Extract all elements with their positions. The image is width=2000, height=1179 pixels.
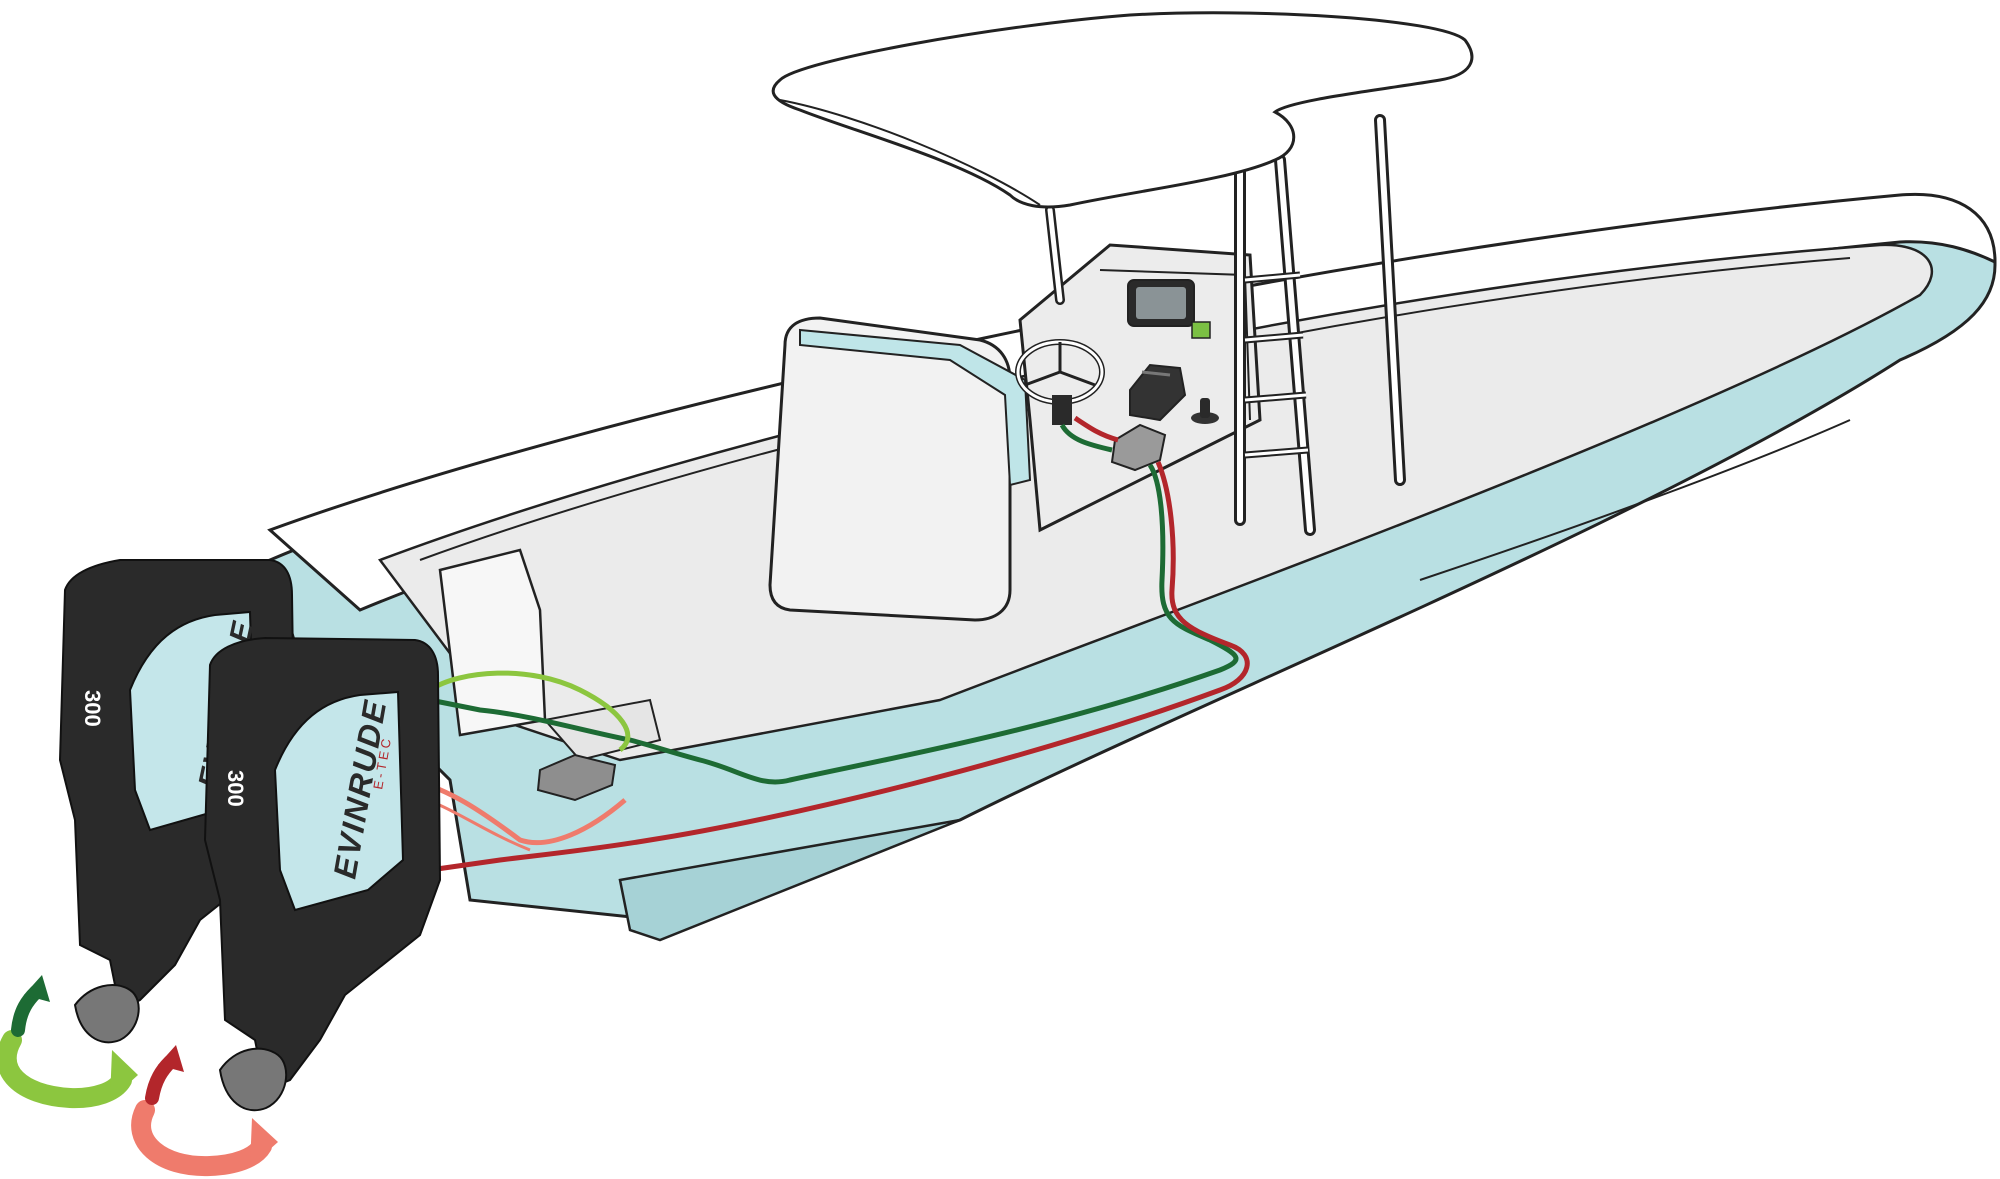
- wiring-harness: [411, 415, 1250, 873]
- t-top: [771, 11, 1474, 536]
- starboard-rotation-arrow-icon: [131, 1045, 278, 1177]
- wire-dark-red: [429, 415, 1250, 873]
- engine-starboard-cowl-panel: [273, 690, 405, 912]
- engine-starboard-model: 300: [223, 770, 248, 807]
- t-top-canopy: [771, 11, 1474, 209]
- wire-light-green: [428, 670, 631, 752]
- engine-port-model: 300: [80, 690, 105, 727]
- hull-keel: [618, 818, 961, 942]
- wire-light-red: [411, 777, 627, 846]
- switch-panel-icon: [1191, 321, 1211, 339]
- leaning-post: [768, 316, 1012, 622]
- stern-junction-box: [536, 753, 617, 802]
- wire-dark-green: [429, 423, 1239, 785]
- leaning-post-cushion: [799, 328, 1032, 487]
- engine-port-propeller: [73, 984, 140, 1044]
- rear-seat-box: [438, 548, 662, 762]
- joystick-icon: [1191, 398, 1219, 424]
- hull-chine-line: [1419, 419, 1851, 581]
- helm-junction-box: [1110, 423, 1167, 472]
- throttle-icon: [1129, 363, 1187, 422]
- console: [768, 11, 1474, 622]
- engine-starboard-propeller: [218, 1047, 288, 1112]
- port-rotation-arrow-icon: [0, 975, 138, 1109]
- engine-starboard: EVINRUDE E-TEC 300: [203, 636, 442, 1112]
- display-icon: [1127, 279, 1195, 327]
- steering-wheel-icon: [1015, 339, 1105, 425]
